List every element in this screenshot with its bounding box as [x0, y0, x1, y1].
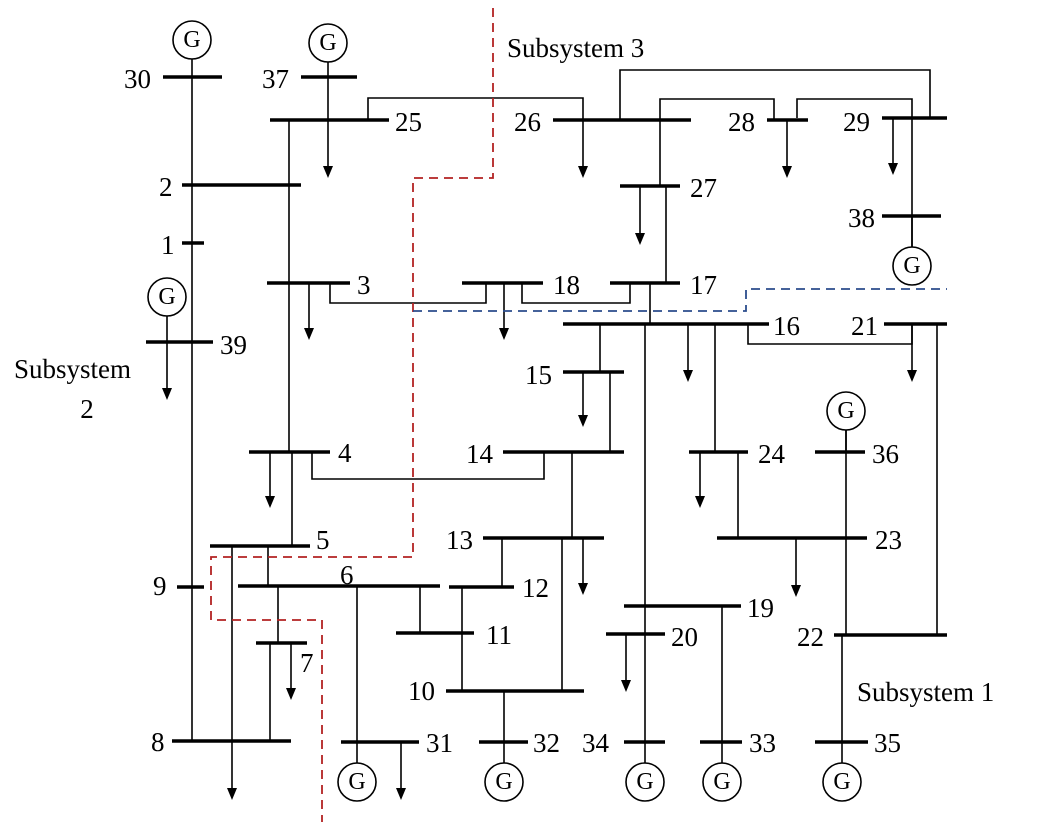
svg-text:G: G: [348, 769, 365, 795]
load-7: [286, 643, 296, 700]
bus-label-6: 6: [340, 560, 354, 590]
bus-label-21: 21: [851, 311, 878, 341]
svg-text:G: G: [837, 398, 854, 424]
generators: G G G G G G G G G G: [147, 20, 932, 802]
bus-bars: [146, 75, 947, 744]
subsystem-2-label-line1: Subsystem: [14, 354, 131, 384]
load-16: [683, 324, 693, 382]
line-3-18: [329, 283, 487, 304]
line-26-29: [619, 69, 931, 120]
bus-label-20: 20: [671, 622, 698, 652]
svg-text:G: G: [495, 769, 512, 795]
load-31: [396, 742, 406, 800]
bus-label-13: 13: [446, 525, 473, 555]
generator-37: G: [308, 23, 348, 63]
svg-text:G: G: [636, 769, 653, 795]
bus-label-12: 12: [522, 573, 549, 603]
bus-label-17: 17: [690, 270, 717, 300]
line-4-14: [311, 452, 545, 480]
load-28: [782, 120, 792, 178]
bus-labels: 30 37 25 26 28 29 2 27 38 1 3 18 17 39 1…: [124, 64, 902, 758]
generator-39: G: [147, 277, 187, 317]
generator-36: G: [826, 391, 866, 431]
line-26-28: [659, 98, 775, 120]
generator-30: G: [172, 20, 212, 60]
line-28-29: [796, 98, 913, 118]
svg-text:G: G: [833, 769, 850, 795]
bus-label-25: 25: [395, 107, 422, 137]
bus-label-18: 18: [553, 270, 580, 300]
bus-label-9: 9: [153, 571, 167, 601]
bus-label-32: 32: [533, 728, 560, 758]
boundary-blue: [413, 288, 947, 312]
load-8: [227, 788, 237, 800]
subsystem-1-label: Subsystem 1: [857, 677, 994, 707]
bus-label-15: 15: [525, 360, 552, 390]
bus-label-1: 1: [161, 230, 175, 260]
generator-31: G: [337, 762, 377, 802]
bus-label-35: 35: [874, 728, 901, 758]
load-21: [907, 324, 917, 382]
svg-text:G: G: [158, 284, 175, 310]
bus-label-4: 4: [338, 438, 352, 468]
bus-label-33: 33: [749, 728, 776, 758]
load-3: [304, 283, 314, 340]
load-27: [635, 186, 645, 245]
bus-label-29: 29: [843, 107, 870, 137]
load-4: [265, 452, 275, 508]
load-39: [162, 342, 172, 400]
bus-label-24: 24: [758, 439, 786, 469]
generator-32: G: [484, 762, 524, 802]
bus-label-10: 10: [408, 676, 435, 706]
generator-38: G: [892, 246, 932, 286]
subsystem-2-label-line2: 2: [80, 394, 94, 424]
transmission-lines: [166, 58, 938, 790]
bus-label-27: 27: [690, 173, 717, 203]
load-23: [791, 538, 801, 597]
bus-label-28: 28: [728, 107, 755, 137]
line-25-26: [367, 97, 584, 120]
load-15: [578, 372, 588, 427]
bus-label-26: 26: [514, 107, 541, 137]
bus-label-22: 22: [797, 622, 824, 652]
bus-label-19: 19: [747, 593, 774, 623]
line-18-17: [521, 283, 631, 304]
load-13: [578, 538, 588, 595]
bus-label-11: 11: [486, 620, 512, 650]
bus-label-7: 7: [300, 648, 314, 678]
bus-label-39: 39: [220, 330, 247, 360]
load-18: [499, 283, 509, 340]
subsystem-3-label: Subsystem 3: [507, 33, 644, 63]
bus-label-5: 5: [316, 525, 330, 555]
bus-label-2: 2: [159, 172, 173, 202]
bus-label-31: 31: [426, 728, 453, 758]
load-20: [621, 634, 631, 692]
bus-label-14: 14: [466, 439, 494, 469]
load-25: [323, 120, 333, 178]
generator-33: G: [702, 762, 742, 802]
bus-label-36: 36: [872, 439, 899, 469]
bus-label-23: 23: [875, 525, 902, 555]
load-29: [888, 118, 898, 175]
bus-label-30: 30: [124, 64, 151, 94]
generator-35: G: [822, 762, 862, 802]
svg-text:G: G: [903, 253, 920, 279]
loads: [162, 118, 917, 800]
bus-label-16: 16: [773, 311, 800, 341]
boundary-red: [210, 8, 494, 822]
svg-text:G: G: [713, 769, 730, 795]
load-24: [695, 452, 705, 508]
bus-label-38: 38: [848, 203, 875, 233]
subsystem-labels: Subsystem 3 Subsystem 2 Subsystem 1: [14, 33, 994, 707]
load-26: [578, 120, 588, 178]
bus-label-8: 8: [151, 727, 165, 757]
subsystem-boundaries: [210, 8, 947, 822]
bus-label-3: 3: [357, 270, 371, 300]
bus-label-37: 37: [262, 64, 289, 94]
bus-label-34: 34: [582, 728, 610, 758]
svg-text:G: G: [183, 27, 200, 53]
svg-text:G: G: [319, 30, 336, 56]
generator-34: G: [625, 762, 665, 802]
